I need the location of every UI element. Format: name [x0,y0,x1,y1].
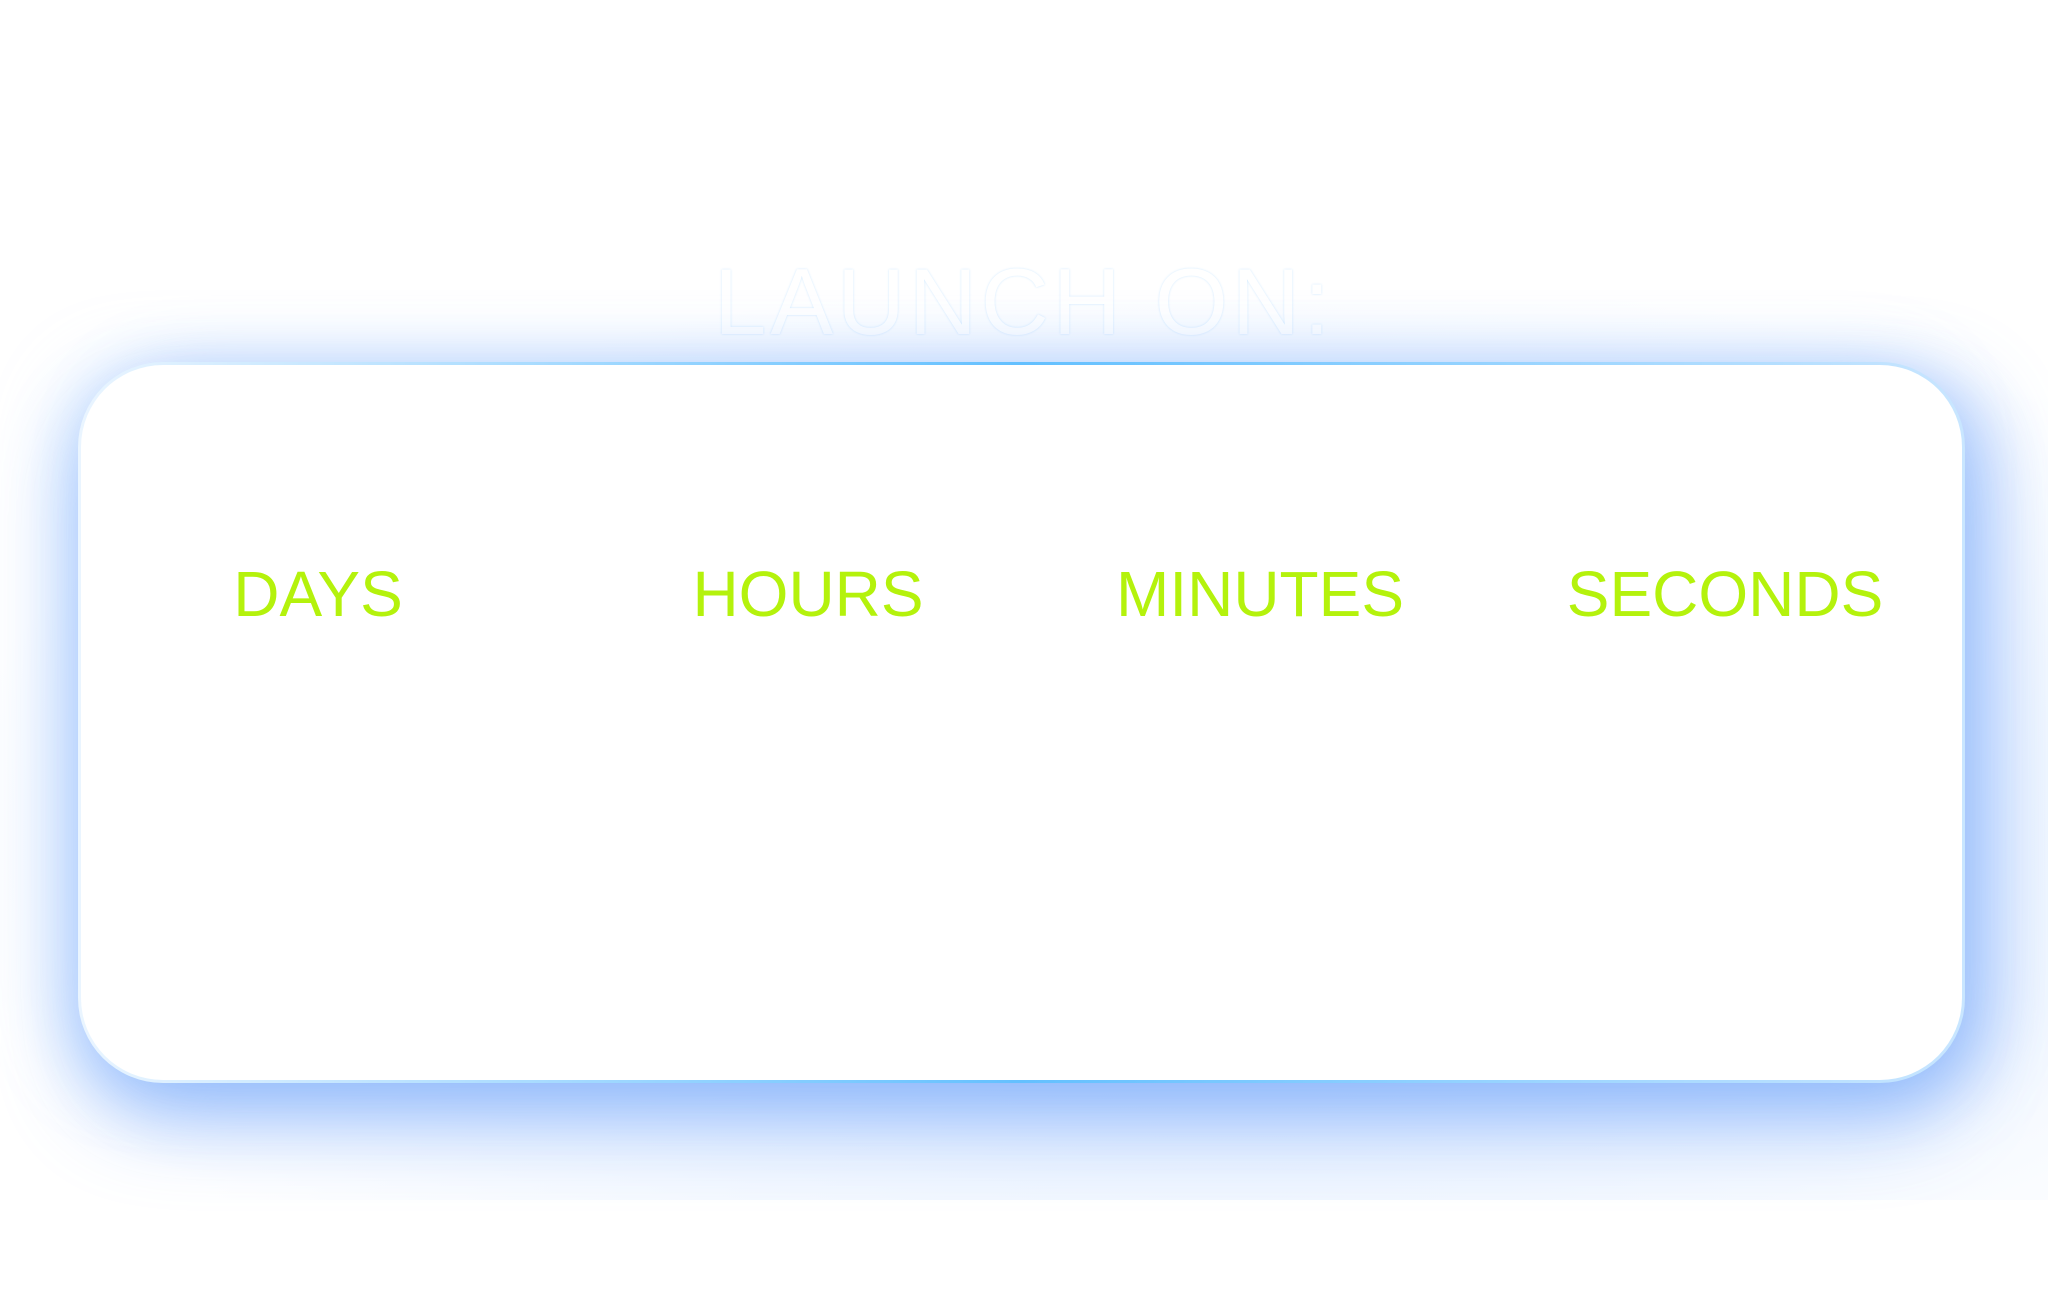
minutes-label: MINUTES [1116,558,1404,630]
seconds-label: SECONDS [1566,558,1884,630]
hours-label: HOURS [692,558,924,630]
countdown-card: DAYS HOURS MINUTES SECONDS [78,362,1965,1083]
page-title: LAUNCH ON: [714,249,1334,354]
days-label: DAYS [233,558,403,630]
